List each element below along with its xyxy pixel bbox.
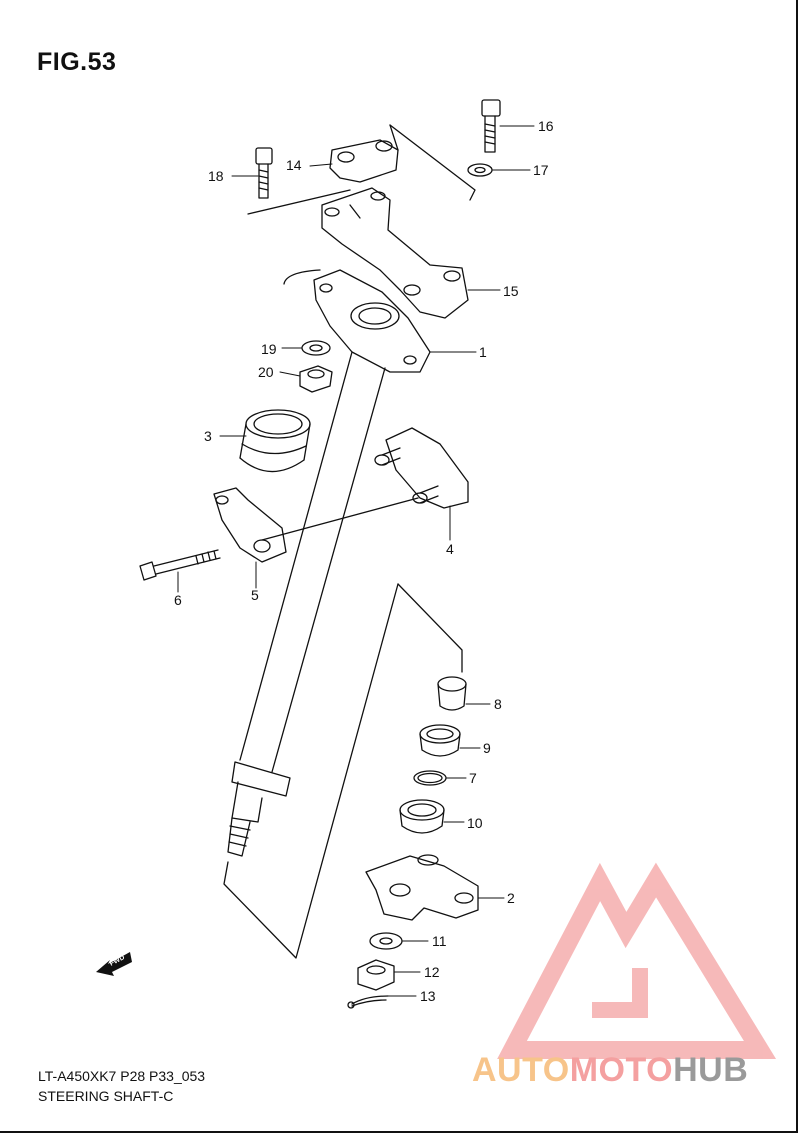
handlebar-holder-upper [329, 124, 399, 183]
callout-14: 14 [286, 157, 302, 173]
callout-19: 19 [261, 341, 277, 357]
shaft-bushing-3 [239, 409, 311, 473]
lock-washer-17 [467, 163, 493, 177]
callout-1: 1 [479, 344, 487, 360]
bushing-8 [437, 676, 467, 711]
callout-20: 20 [258, 364, 274, 380]
watermark-brand: AUTOMOTOHUB [472, 1051, 748, 1090]
callout-9: 9 [483, 740, 491, 756]
brand-part-moto: MOTO [569, 1051, 674, 1089]
diagram-caption: STEERING SHAFT-C [38, 1088, 174, 1104]
footer: LT-A450XK7 P28 P33_053 STEERING SHAFT-C [38, 1066, 205, 1106]
callout-3: 3 [204, 428, 212, 444]
callout-16: 16 [538, 118, 554, 134]
o-ring-7 [413, 770, 447, 786]
callout-2: 2 [507, 890, 515, 906]
washer-11 [369, 932, 403, 950]
shaft-top-plate-1 [313, 269, 431, 373]
bearing-9 [419, 724, 461, 757]
washer-19 [301, 340, 331, 356]
shaft-holder-5 [213, 487, 287, 563]
watermark-logo-icon [497, 862, 777, 1059]
cotter-pin-13 [347, 995, 389, 1009]
shaft-holder-4 [374, 427, 469, 509]
brand-part-auto: AUTO [472, 1051, 570, 1089]
callout-6: 6 [174, 592, 182, 608]
callout-18: 18 [208, 168, 224, 184]
bolt-18 [255, 147, 273, 199]
bolt-16 [481, 99, 501, 153]
callout-7: 7 [469, 770, 477, 786]
figure-title: FIG.53 [37, 48, 117, 76]
callout-15: 15 [503, 283, 519, 299]
callout-17: 17 [533, 162, 549, 178]
callout-10: 10 [467, 815, 483, 831]
callout-4: 4 [446, 541, 454, 557]
nut-20 [299, 365, 333, 393]
callout-13: 13 [420, 988, 436, 1004]
fwd-arrow-icon: FWD [96, 952, 132, 976]
callout-5: 5 [251, 587, 259, 603]
callout-11: 11 [432, 933, 447, 949]
nut-12 [357, 959, 395, 991]
upper-bracket-15 [321, 187, 469, 319]
bearing-10 [399, 799, 445, 834]
lower-holder-2 [365, 854, 479, 921]
bolt-6 [139, 549, 221, 581]
steering-shaft-tube [227, 351, 386, 857]
diagram-code: LT-A450XK7 P28 P33_053 [38, 1068, 206, 1084]
callout-8: 8 [494, 696, 502, 712]
brand-part-hub: HUB [673, 1051, 749, 1089]
callout-12: 12 [424, 964, 440, 980]
